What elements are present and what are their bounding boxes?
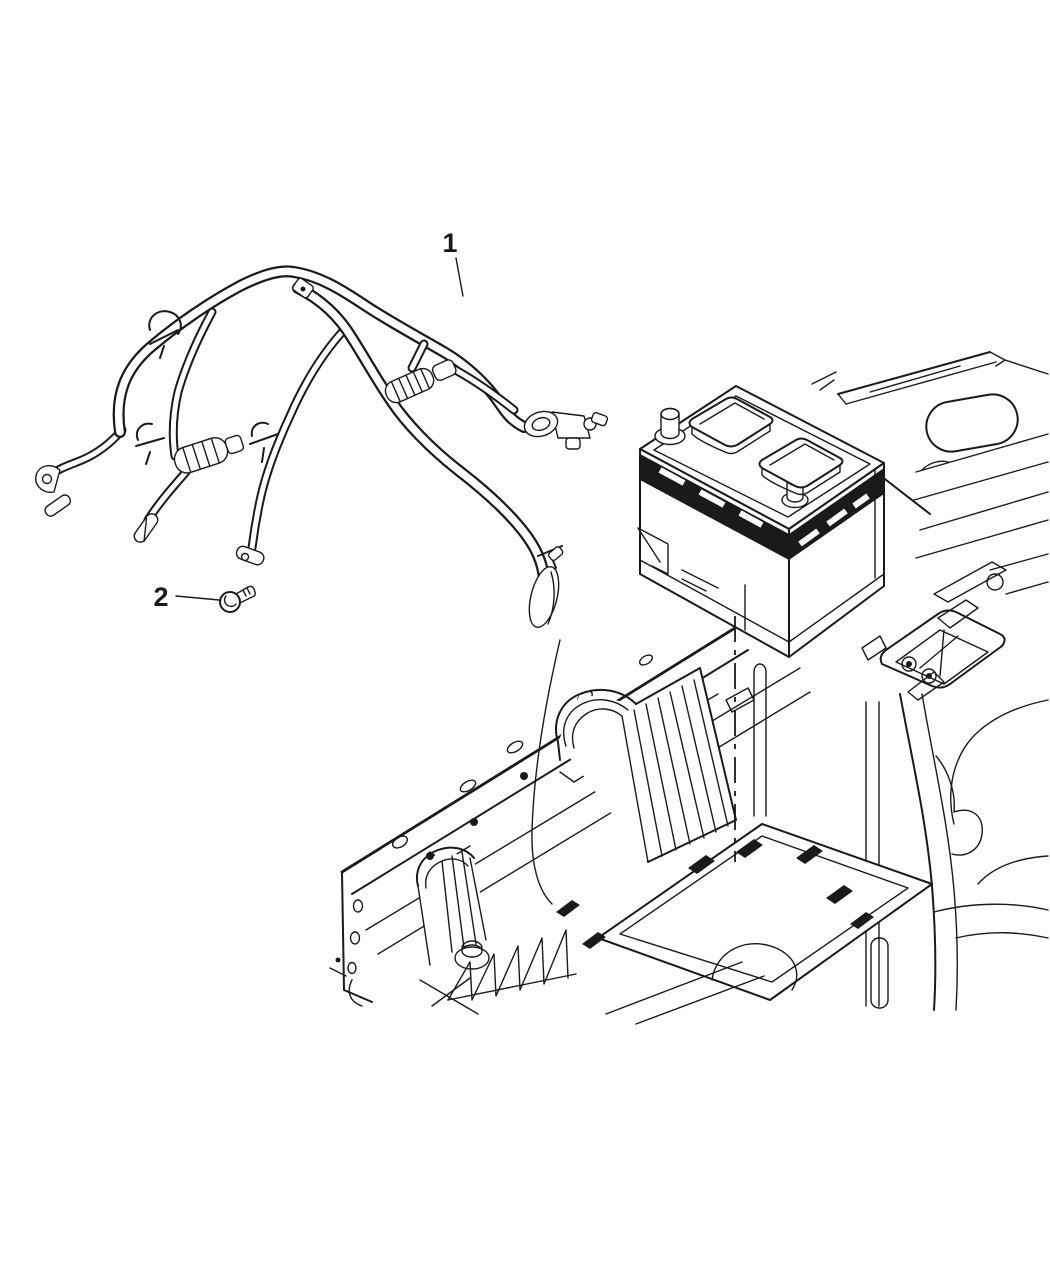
harness-connector [292, 277, 314, 299]
harness-connector [384, 359, 457, 404]
callout-1-leader [455, 257, 464, 297]
battery-tray-illustration [556, 823, 933, 1025]
callout-1-label: 1 [442, 228, 457, 258]
body-panel-illustration [811, 351, 1049, 1011]
ring-terminal [35, 465, 72, 517]
callout-2: 2 [153, 582, 220, 612]
bolt-illustration [219, 585, 256, 613]
battery-terminal-clamp [523, 410, 609, 450]
callout-2-label: 2 [153, 582, 168, 612]
callout-2-leader [175, 595, 220, 601]
battery-cell-cover [688, 396, 774, 455]
ring-terminal [133, 513, 159, 543]
battery-cell-cover [758, 437, 844, 496]
harness-clip [135, 422, 165, 465]
wiring-harness-illustration [35, 265, 609, 628]
harness-clip [148, 310, 182, 359]
battery-negative-terminal [654, 407, 686, 446]
harness-clip [249, 421, 279, 463]
callout-1: 1 [442, 228, 464, 297]
ring-terminal [235, 545, 265, 566]
radiator-support-rail-illustration [329, 626, 811, 1015]
harness-connector [173, 434, 245, 474]
terminal-boot [528, 546, 564, 628]
battery-illustration [637, 385, 885, 658]
